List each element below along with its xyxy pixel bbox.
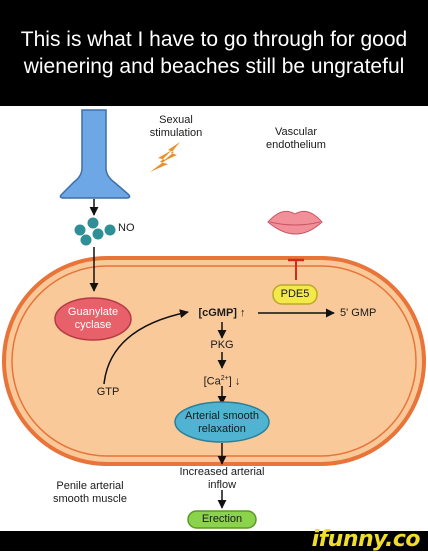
- erection-node: [187, 510, 257, 529]
- vascular-endothelium-label: Vascular endothelium: [266, 126, 326, 151]
- calcium-label: [Ca2+] ↓: [190, 372, 254, 389]
- caption-text: This is what I have to go through for go…: [20, 28, 408, 78]
- calcium-superscript: 2+: [220, 375, 229, 382]
- guanylate-cyclase-label: Guanylate cyclase: [67, 306, 119, 331]
- pde5-label: PDE5: [280, 288, 310, 300]
- meme-caption: This is what I have to go through for go…: [0, 0, 428, 106]
- erection-label: Erection: [201, 513, 243, 525]
- calcium-suffix: ] ↓: [228, 375, 241, 388]
- inhibition-bar-icon: [288, 258, 304, 280]
- penile-muscle-label: Penile arterial smooth muscle: [53, 480, 127, 505]
- sexual-stimulation-label: Sexual stimulation: [149, 114, 203, 139]
- calcium-prefix: [Ca: [203, 375, 221, 388]
- lightning-icon: [150, 142, 180, 172]
- guanylate-cyclase-node: [54, 297, 132, 341]
- gtp-label: GTP: [96, 386, 120, 398]
- no-label: NO: [118, 222, 135, 234]
- pde5-node: [272, 284, 318, 305]
- ifunny-logo: ifunny.co: [311, 527, 421, 552]
- erection-pathway-diagram: Sexual stimulation Vascular endothelium …: [0, 106, 428, 531]
- arterial-relaxation-node: [174, 401, 270, 443]
- gmp5-label: 5' GMP: [340, 307, 377, 319]
- pkg-label: PKG: [210, 339, 234, 351]
- cell-inner-membrane: [11, 265, 417, 457]
- neuron-terminal-icon: [59, 109, 131, 199]
- lips-icon: [267, 210, 323, 235]
- no-molecules-icon: [74, 217, 116, 246]
- cgmp-label: [cGMP] ↑: [198, 307, 246, 319]
- increased-inflow-label: Increased arterial inflow: [179, 466, 265, 491]
- arterial-relaxation-label: Arterial smooth relaxation: [185, 410, 259, 435]
- watermark-bar: ifunny.co: [0, 527, 428, 552]
- diagram-graphics: [2, 109, 426, 529]
